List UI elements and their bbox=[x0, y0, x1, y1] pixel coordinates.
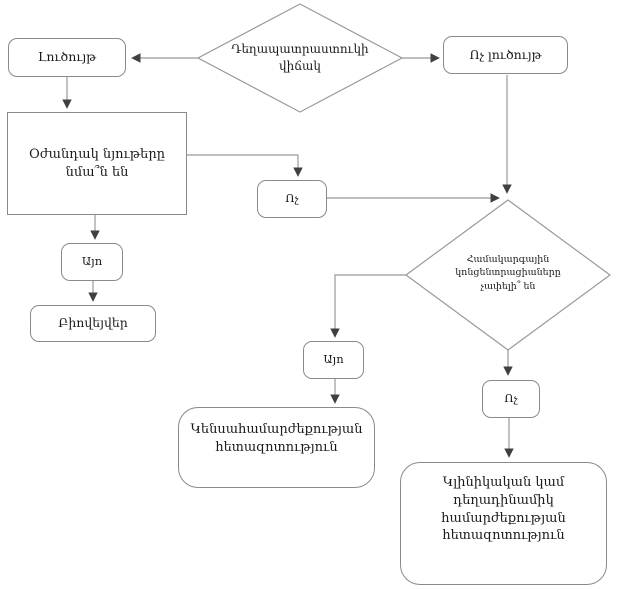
node-no-mid: Ոչ bbox=[257, 180, 327, 218]
node-yes-left: Այո bbox=[61, 243, 123, 281]
edge-concentrations-to-yes bbox=[330, 274, 406, 338]
decision-drug-state-label: Դեղապատրաստուկի վիճակ bbox=[231, 42, 369, 73]
edge-excipients-to-no bbox=[187, 154, 303, 177]
node-excipients-similar: Օժանդակ նյութերը նմա՞ն են bbox=[7, 112, 187, 215]
node-bioequivalence-study: Կենսահամարժեքության հետազոտություն bbox=[178, 407, 375, 488]
node-not-solution: Ոչ լուծույթ bbox=[443, 36, 568, 74]
node-solution: Լուծույթ bbox=[8, 38, 126, 77]
decision-diamond-drug-state bbox=[196, 3, 404, 113]
node-no-right: Ոչ bbox=[482, 380, 540, 418]
node-biowaiver: Բիովեյվեր bbox=[30, 305, 156, 342]
node-yes-mid: Այո bbox=[303, 341, 364, 379]
decision-concentrations-label: Համակարգային կոնցենտրացիաները չափելի՞ են bbox=[455, 254, 561, 292]
node-clinical-study: Կլինիկական կամ դեղադինամիկ համարժեքությա… bbox=[400, 462, 607, 585]
